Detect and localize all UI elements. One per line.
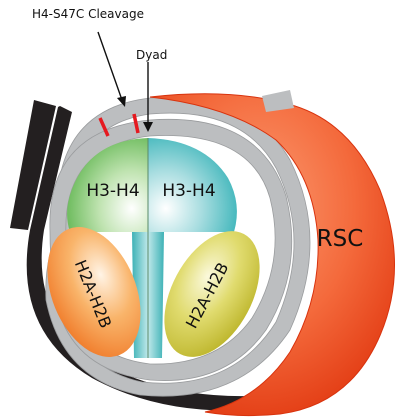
cleavage-annotation: H4-S47C Cleavage: [32, 7, 144, 21]
annotation-arrows: [97, 31, 153, 132]
dyad-annotation: Dyad: [136, 48, 167, 62]
h3-h4-left: H3-H4: [67, 138, 148, 232]
cleavage-marks: [98, 113, 140, 137]
dna-left-strand: [10, 100, 250, 411]
h3-h4-stem: [132, 138, 164, 358]
h3-h4-right: H3-H4: [148, 138, 237, 232]
h2a-h2b-right: H2A-H2B: [164, 231, 260, 357]
h2a-h2b-left: H2A-H2B: [47, 227, 141, 357]
rsc-complex: RSC: [149, 90, 395, 417]
h3-h4-right-label: H3-H4: [162, 181, 215, 201]
h3-h4-left-label: H3-H4: [86, 181, 139, 201]
rsc-label: RSC: [317, 226, 364, 252]
